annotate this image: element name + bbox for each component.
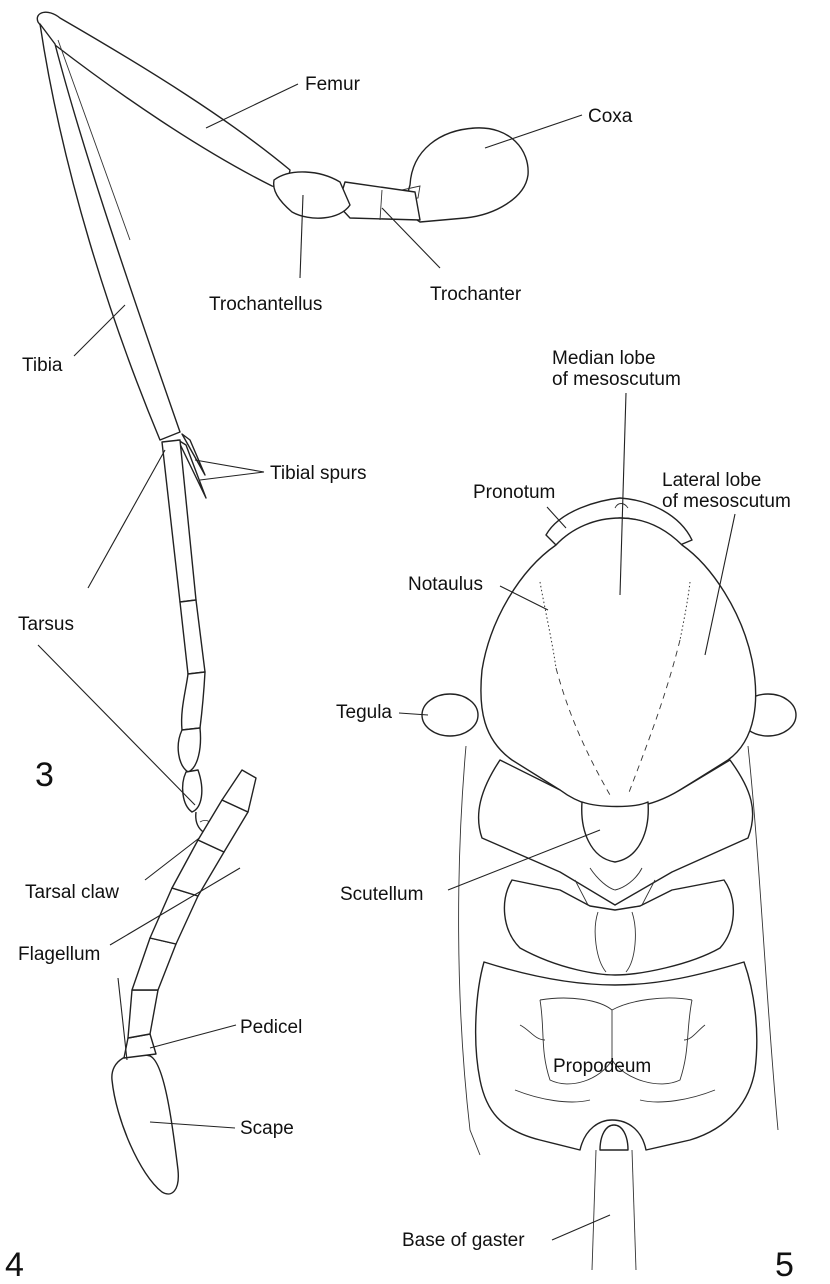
tibial-spurs-label: Tibial spurs — [270, 463, 366, 484]
figure-5-number: 5 — [775, 1246, 794, 1284]
trochanter-shape — [338, 182, 420, 220]
tibial-spurs-leader-1 — [195, 460, 264, 472]
mesoscutum-shape — [481, 518, 756, 808]
tarsus-leader-2 — [38, 645, 195, 805]
scape-shape — [112, 1054, 178, 1194]
tarsus-segment-5 — [183, 770, 202, 812]
flagellum-label: Flagellum — [18, 944, 100, 965]
trochantellus-shape — [274, 172, 350, 218]
notaulus-label: Notaulus — [408, 574, 483, 595]
tarsus-segment-2 — [180, 600, 205, 674]
figure-3-number: 3 — [35, 756, 54, 794]
tibia-leader — [74, 305, 125, 356]
scutellum-label: Scutellum — [340, 884, 423, 905]
base-of-gaster-leader — [552, 1215, 610, 1240]
tegula-label: Tegula — [336, 702, 392, 723]
scape-label: Scape — [240, 1118, 294, 1139]
lateral-lobe-label-line1: Lateral lobe — [662, 470, 761, 491]
trochantellus-label: Trochantellus — [209, 294, 322, 315]
pedicel-label: Pedicel — [240, 1017, 302, 1038]
coxa-shape — [408, 128, 528, 222]
femur-label: Femur — [305, 74, 361, 95]
flagellum-segment-3 — [150, 888, 198, 944]
flagellum-leader-2 — [118, 978, 127, 1060]
tibial-spurs-leader-2 — [200, 472, 264, 480]
median-lobe-label-line1: Median lobe — [552, 348, 656, 369]
flagellum-segment-2 — [132, 938, 176, 990]
figure-4-antenna: Flagellum Pedicel Scape 4 — [5, 770, 302, 1284]
tegula-left — [422, 694, 478, 736]
figure-4-number: 4 — [5, 1246, 24, 1284]
tibia-label: Tibia — [22, 355, 63, 376]
figure-5-mesosoma: Median lobe of mesoscutum Lateral lobe o… — [336, 348, 796, 1284]
base-of-gaster-label: Base of gaster — [402, 1230, 525, 1251]
flagellum-segment-1 — [128, 990, 158, 1038]
tarsus-segment-3 — [182, 672, 205, 730]
lateral-lobe-label-line2: of mesoscutum — [662, 491, 791, 512]
tarsus-leader-1 — [88, 450, 165, 588]
pedicel-leader — [150, 1025, 236, 1048]
tarsus-segment-4 — [178, 728, 200, 772]
pronotum-label: Pronotum — [473, 482, 555, 503]
femur-leader — [206, 84, 298, 128]
tarsus-label: Tarsus — [18, 614, 74, 635]
mesosoma-side-left — [459, 746, 480, 1155]
trochanter-label: Trochanter — [430, 284, 522, 305]
gaster-base-shape — [600, 1125, 628, 1150]
tarsal-claw-label: Tarsal claw — [25, 882, 119, 903]
coxa-label: Coxa — [588, 106, 633, 127]
median-lobe-label-line2: of mesoscutum — [552, 369, 681, 390]
propodeum-label: Propodeum — [553, 1056, 651, 1077]
